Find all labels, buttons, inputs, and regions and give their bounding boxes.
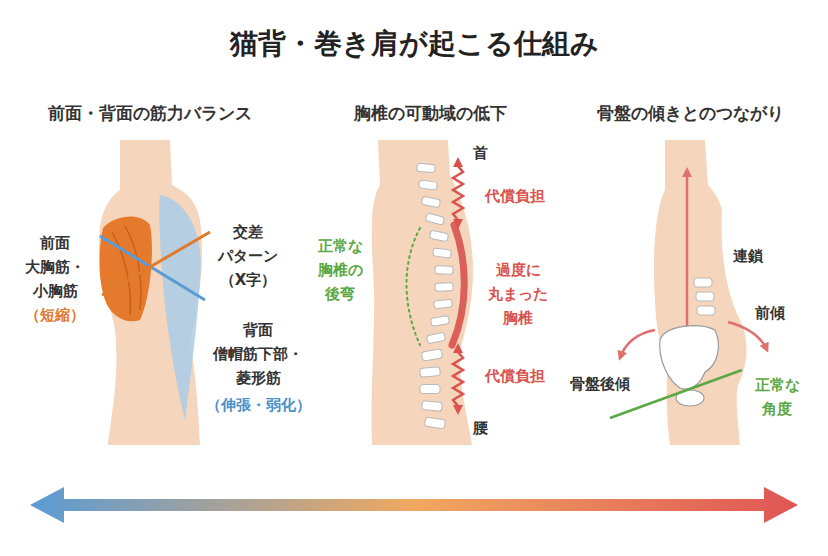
normal-curve [407, 228, 421, 345]
vertebra [435, 266, 453, 275]
angle-label: 正常な 角度 [752, 373, 802, 421]
vertebra [426, 332, 445, 344]
vertebra [417, 163, 436, 173]
strain-label: 代償負担 [485, 186, 545, 206]
vertebra [435, 283, 453, 292]
vertebra [433, 248, 452, 258]
vertebra [420, 367, 441, 378]
pattern-label: 交差 パターン （X字） [212, 220, 284, 292]
vertebra [422, 401, 443, 412]
chain-arrow [686, 170, 689, 340]
strain-label: 代償負担 [485, 366, 545, 386]
vertebra [425, 213, 444, 225]
strain-arrow [453, 160, 463, 226]
vertebra [696, 292, 714, 301]
vertebra [420, 385, 440, 394]
tilt-arrow [728, 322, 767, 350]
region-label: 腰 [473, 418, 488, 438]
state-label: （伸張・弱化） [206, 394, 311, 416]
chain-label: 連鎖 [733, 246, 763, 266]
vertebra [434, 299, 453, 309]
pelvis [660, 326, 719, 389]
tilt-arrow [620, 330, 655, 358]
rounded-curve [452, 225, 464, 345]
muscle-label: 背面 僧帽筋下部・ 菱形筋 [209, 318, 307, 390]
tilt-label: 前傾 [755, 303, 785, 323]
body-silhouette [654, 140, 747, 445]
state-label: （短縮） [25, 304, 85, 326]
panel-heading: 前面・背面の筋力バランス [48, 102, 252, 124]
panel-heading: 胸椎の可動域の低下 [354, 102, 507, 124]
vertebra [697, 306, 715, 315]
lumbar-spine [694, 278, 715, 315]
diagram-title: 猫背・巻き肩が起こる仕組み [230, 26, 599, 62]
body-silhouette [99, 140, 202, 445]
curve-label: 過度に 丸まった 胸椎 [484, 258, 552, 330]
region-label: 首 [473, 143, 488, 163]
curve-label: 正常な 胸椎の 後弯 [315, 234, 365, 306]
strain-arrow [453, 346, 463, 412]
panel-heading: 骨盤の傾きとのつながり [597, 102, 784, 124]
vertebra [694, 278, 712, 287]
muscle-fiber [112, 226, 141, 315]
vertebra [421, 349, 442, 361]
tilt-label: 骨盤後傾 [570, 374, 630, 394]
vertebra [421, 196, 440, 208]
cross-line [102, 232, 210, 295]
vertebra [419, 180, 438, 190]
back-muscle [159, 195, 201, 420]
body-silhouette [372, 140, 474, 445]
spine [417, 163, 454, 429]
vertebra [424, 417, 445, 429]
vertebra [429, 230, 448, 242]
muscle-label: 前面 大胸筋・ 小胸筋 [22, 231, 88, 303]
vertebra [430, 315, 449, 326]
gradient-arrow [30, 487, 798, 523]
